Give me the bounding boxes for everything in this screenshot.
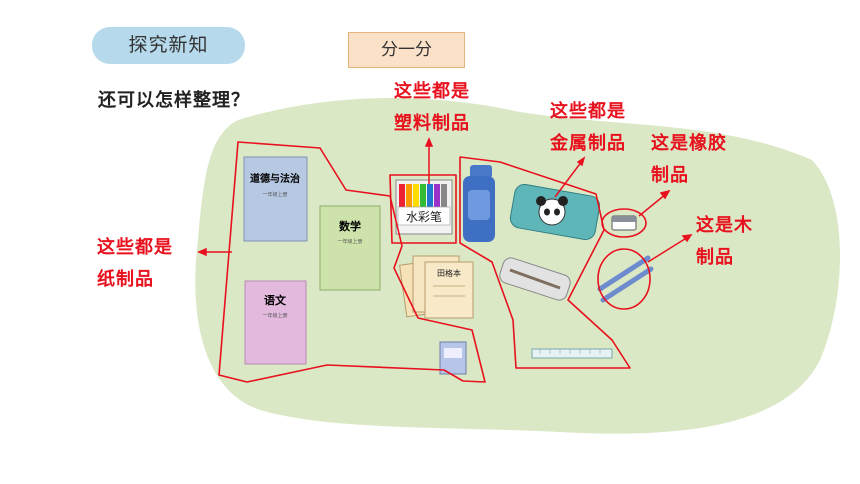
metal-label: 这些都是 金属制品 — [550, 96, 626, 160]
paper-label-line2: 纸制品 — [97, 269, 154, 290]
wood-arrow — [647, 236, 689, 263]
rubber-arrow — [638, 193, 667, 217]
water-bottle[interactable] — [463, 165, 495, 242]
wood-label: 这是木 制品 — [696, 210, 753, 274]
pencils[interactable] — [597, 255, 654, 303]
plastic-label: 这些都是 塑料制品 — [394, 76, 470, 140]
math-book-subtitle: 一年级上册 — [337, 238, 362, 245]
chinese-book[interactable]: 语文 一年级上册 — [244, 280, 307, 365]
chinese-book-title: 语文 — [264, 293, 287, 307]
wood-label-line1: 这是木 — [696, 215, 753, 236]
section-tag: 探究新知 — [92, 27, 245, 64]
wood-label-line2: 制品 — [696, 247, 734, 268]
morality-book[interactable]: 道德与法治 一年级上册 — [243, 156, 308, 242]
metal-label-line1: 这些都是 — [550, 101, 626, 122]
activity-button[interactable]: 分一分 — [348, 32, 465, 68]
watercolor-label: 水彩笔 — [406, 209, 442, 224]
paper-label: 这些都是 纸制品 — [97, 232, 173, 296]
paper-arrowhead — [197, 247, 207, 257]
group-outlines — [218, 141, 651, 383]
panda-pencil-case[interactable] — [509, 183, 601, 241]
watercolor-pen-box[interactable]: 水彩笔 — [395, 179, 453, 235]
paper-group-outline — [218, 141, 486, 383]
plastic-label-line2: 塑料制品 — [394, 113, 470, 134]
notebooks[interactable]: 田格本 — [399, 255, 474, 319]
metal-arrow — [554, 160, 583, 198]
morality-book-subtitle: 一年级上册 — [262, 191, 287, 198]
rubber-arrowhead — [659, 189, 671, 200]
picture-card[interactable] — [439, 341, 467, 375]
rubber-label-line1: 这是橡胶 — [651, 133, 727, 154]
question-text: 还可以怎样整理？ — [98, 90, 250, 111]
metal-group-outline — [459, 156, 631, 369]
math-book-title: 数学 — [339, 219, 361, 233]
rubber-label-line2: 制品 — [651, 165, 689, 186]
plastic-label-line1: 这些都是 — [394, 81, 470, 102]
compass-case[interactable] — [498, 256, 573, 302]
plastic-arrowhead — [424, 137, 434, 147]
metal-label-line2: 金属制品 — [550, 133, 626, 154]
eraser[interactable] — [611, 215, 637, 231]
morality-book-title: 道德与法治 — [250, 172, 300, 185]
chinese-book-subtitle: 一年级上册 — [262, 312, 287, 319]
math-book[interactable]: 数学 一年级上册 — [319, 205, 381, 291]
label-arrows — [197, 137, 693, 263]
rubber-label: 这是橡胶 制品 — [651, 128, 727, 192]
notebook-title: 田格本 — [437, 268, 461, 278]
wood-arrowhead — [681, 234, 693, 243]
wood-group-outline — [597, 248, 651, 310]
ruler[interactable] — [531, 348, 613, 359]
metal-arrowhead — [576, 156, 586, 167]
rubber-group-outline — [601, 208, 647, 238]
plastic-group-outline — [389, 174, 457, 244]
paper-label-line1: 这些都是 — [97, 237, 173, 258]
